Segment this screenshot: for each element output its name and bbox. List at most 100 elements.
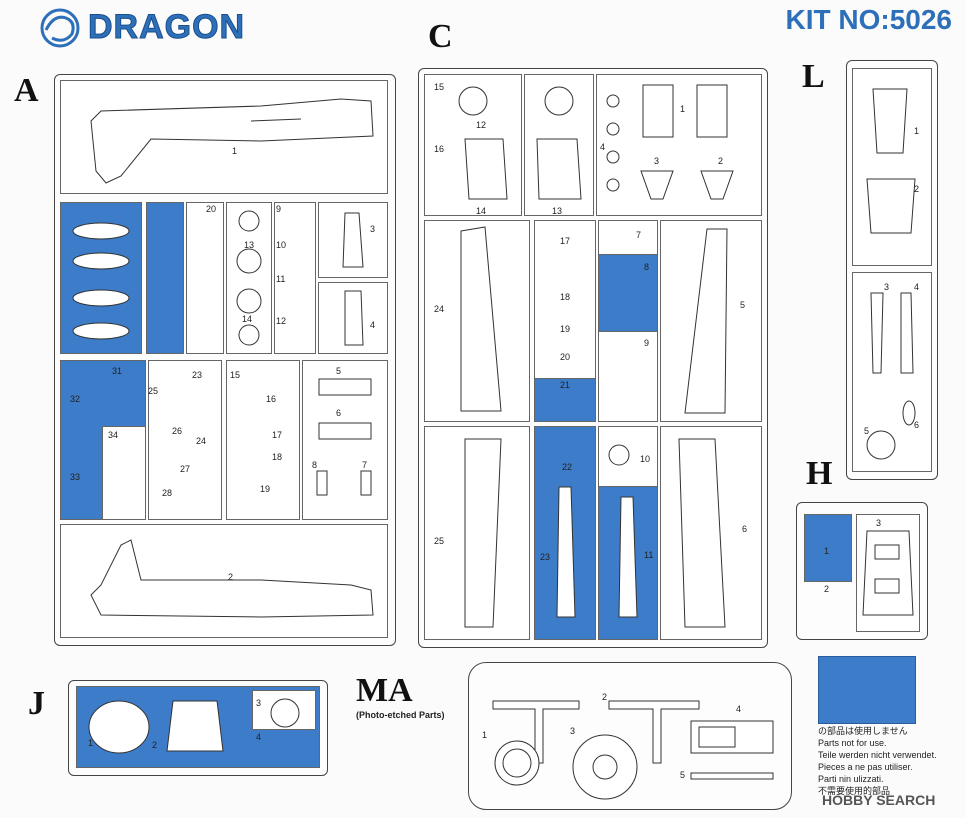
part-number: 9 [276, 204, 282, 214]
part-number: 9 [644, 338, 650, 348]
part-number: 19 [560, 324, 571, 334]
part-number: 1 [88, 738, 94, 748]
parts-3-6 [866, 292, 916, 460]
part-number: 6 [914, 420, 920, 430]
sprue-c-wing-24-cell [424, 220, 530, 422]
part-number: 17 [560, 236, 571, 246]
part-number: 5 [864, 426, 870, 436]
part-number: 26 [172, 426, 183, 436]
dragon-emblem-icon [40, 8, 80, 48]
part-number: 13 [552, 206, 563, 216]
part-number: 2 [824, 584, 830, 594]
legend-note-ja: の部品は使用しません [818, 726, 908, 736]
part-3-disc [270, 698, 300, 728]
sprue-j-part-3-cell [252, 690, 316, 730]
kit-number: KIT NO:5026 [785, 4, 953, 35]
part-number: 3 [654, 156, 660, 166]
brand-name: DRAGON [87, 8, 246, 47]
part-number: 14 [242, 314, 253, 324]
part-10 [608, 444, 630, 466]
photo-etched-parts [492, 700, 774, 800]
part-number: 12 [476, 120, 487, 130]
part-number: 1 [914, 126, 920, 136]
part-number: 4 [600, 142, 606, 152]
sprue-letter-a: A [14, 72, 39, 109]
wing-part-5 [684, 228, 728, 414]
sprue-h-part-3-cell [856, 514, 920, 632]
parts-5-6-7-8 [316, 378, 372, 496]
sprue-a-part-4-cell [318, 282, 388, 354]
fin-part-4 [344, 290, 364, 346]
sprue-c-parts-1-4-cell [596, 74, 762, 216]
part-number: 18 [560, 292, 571, 302]
part-number: 1 [232, 146, 238, 156]
wing-part-24 [460, 226, 502, 412]
wing-part-6 [678, 438, 726, 628]
part-number: 3 [370, 224, 376, 234]
part-number: 2 [228, 572, 234, 582]
sprue-l-parts-3-6-cell [852, 272, 932, 472]
part-number: 5 [336, 366, 342, 376]
sprue-c-parts-12-16-cell [424, 74, 522, 216]
drop-tank-11 [618, 496, 638, 618]
sprue-a-wheels-cell [226, 202, 272, 354]
wheel-parts [236, 210, 262, 346]
part-number: 3 [256, 698, 262, 708]
part-number: 28 [162, 488, 173, 498]
unused-parts-swatch [818, 656, 916, 724]
part-number: 11 [276, 274, 286, 284]
parts-12-14 [458, 86, 508, 200]
sprue-c-wing-25-cell [424, 426, 530, 640]
part-number: 17 [272, 430, 283, 440]
part-number: 1 [824, 546, 830, 556]
canopy-parts-1-2 [88, 700, 224, 754]
sprue-c-wing-5-cell [660, 220, 762, 422]
part-number: 20 [560, 352, 571, 362]
part-number: 8 [644, 262, 650, 272]
part-number: 25 [434, 536, 445, 546]
wing-part-25 [464, 438, 502, 628]
sprue-c-part-8-unused [598, 254, 658, 332]
part-number: 34 [108, 430, 119, 440]
fuselage-half-right [90, 539, 374, 618]
sprue-a-part-3-cell [318, 202, 388, 278]
sprue-c-part-11-unused [598, 486, 658, 640]
part-number: 20 [206, 204, 217, 214]
part-number: 24 [434, 304, 445, 314]
fuselage-half-left [90, 98, 374, 184]
sprue-letter-ma: MA [356, 672, 413, 709]
part-number: 33 [70, 472, 81, 482]
part-number: 6 [336, 408, 342, 418]
sprue-c-part-13-cell [524, 74, 594, 216]
part-number: 2 [152, 740, 158, 750]
sprue-c-wing-6-cell [660, 426, 762, 640]
part-number: 15 [434, 82, 445, 92]
part-number: 32 [70, 394, 81, 404]
part-number: 19 [260, 484, 271, 494]
part-number: 1 [482, 730, 488, 740]
part-number: 15 [230, 370, 241, 380]
sprue-letter-c: C [428, 18, 453, 55]
sprue-ma-fret [468, 662, 792, 810]
part-number: 5 [740, 300, 746, 310]
sprue-l-parts-1-2-cell [852, 68, 932, 266]
part-number: 23 [192, 370, 203, 380]
part-number: 3 [884, 282, 890, 292]
part-number: 2 [914, 184, 920, 194]
fin-part-3 [342, 212, 364, 268]
sprue-c-part-21-unused [534, 378, 596, 422]
dragon-logo: DRAGON [36, 6, 254, 50]
cockpit-parts-1-2 [866, 88, 916, 234]
sprue-a-fuselage-1-cell [60, 80, 388, 194]
legend-note-fr: Pieces a ne pas utiliser. [818, 762, 913, 772]
part-number: 16 [434, 144, 445, 154]
sprue-c-part-10-cell [598, 426, 658, 488]
photo-etched-label: (Photo-etched Parts) [356, 710, 445, 720]
part-number: 4 [736, 704, 742, 714]
part-number: 12 [276, 316, 287, 326]
part-13 [536, 86, 582, 200]
part-number: 10 [640, 454, 651, 464]
legend-note-de: Teile werden nicht verwendet. [818, 750, 937, 760]
sprue-a-parts-9-12-cell [274, 202, 316, 354]
part-number: 4 [370, 320, 376, 330]
